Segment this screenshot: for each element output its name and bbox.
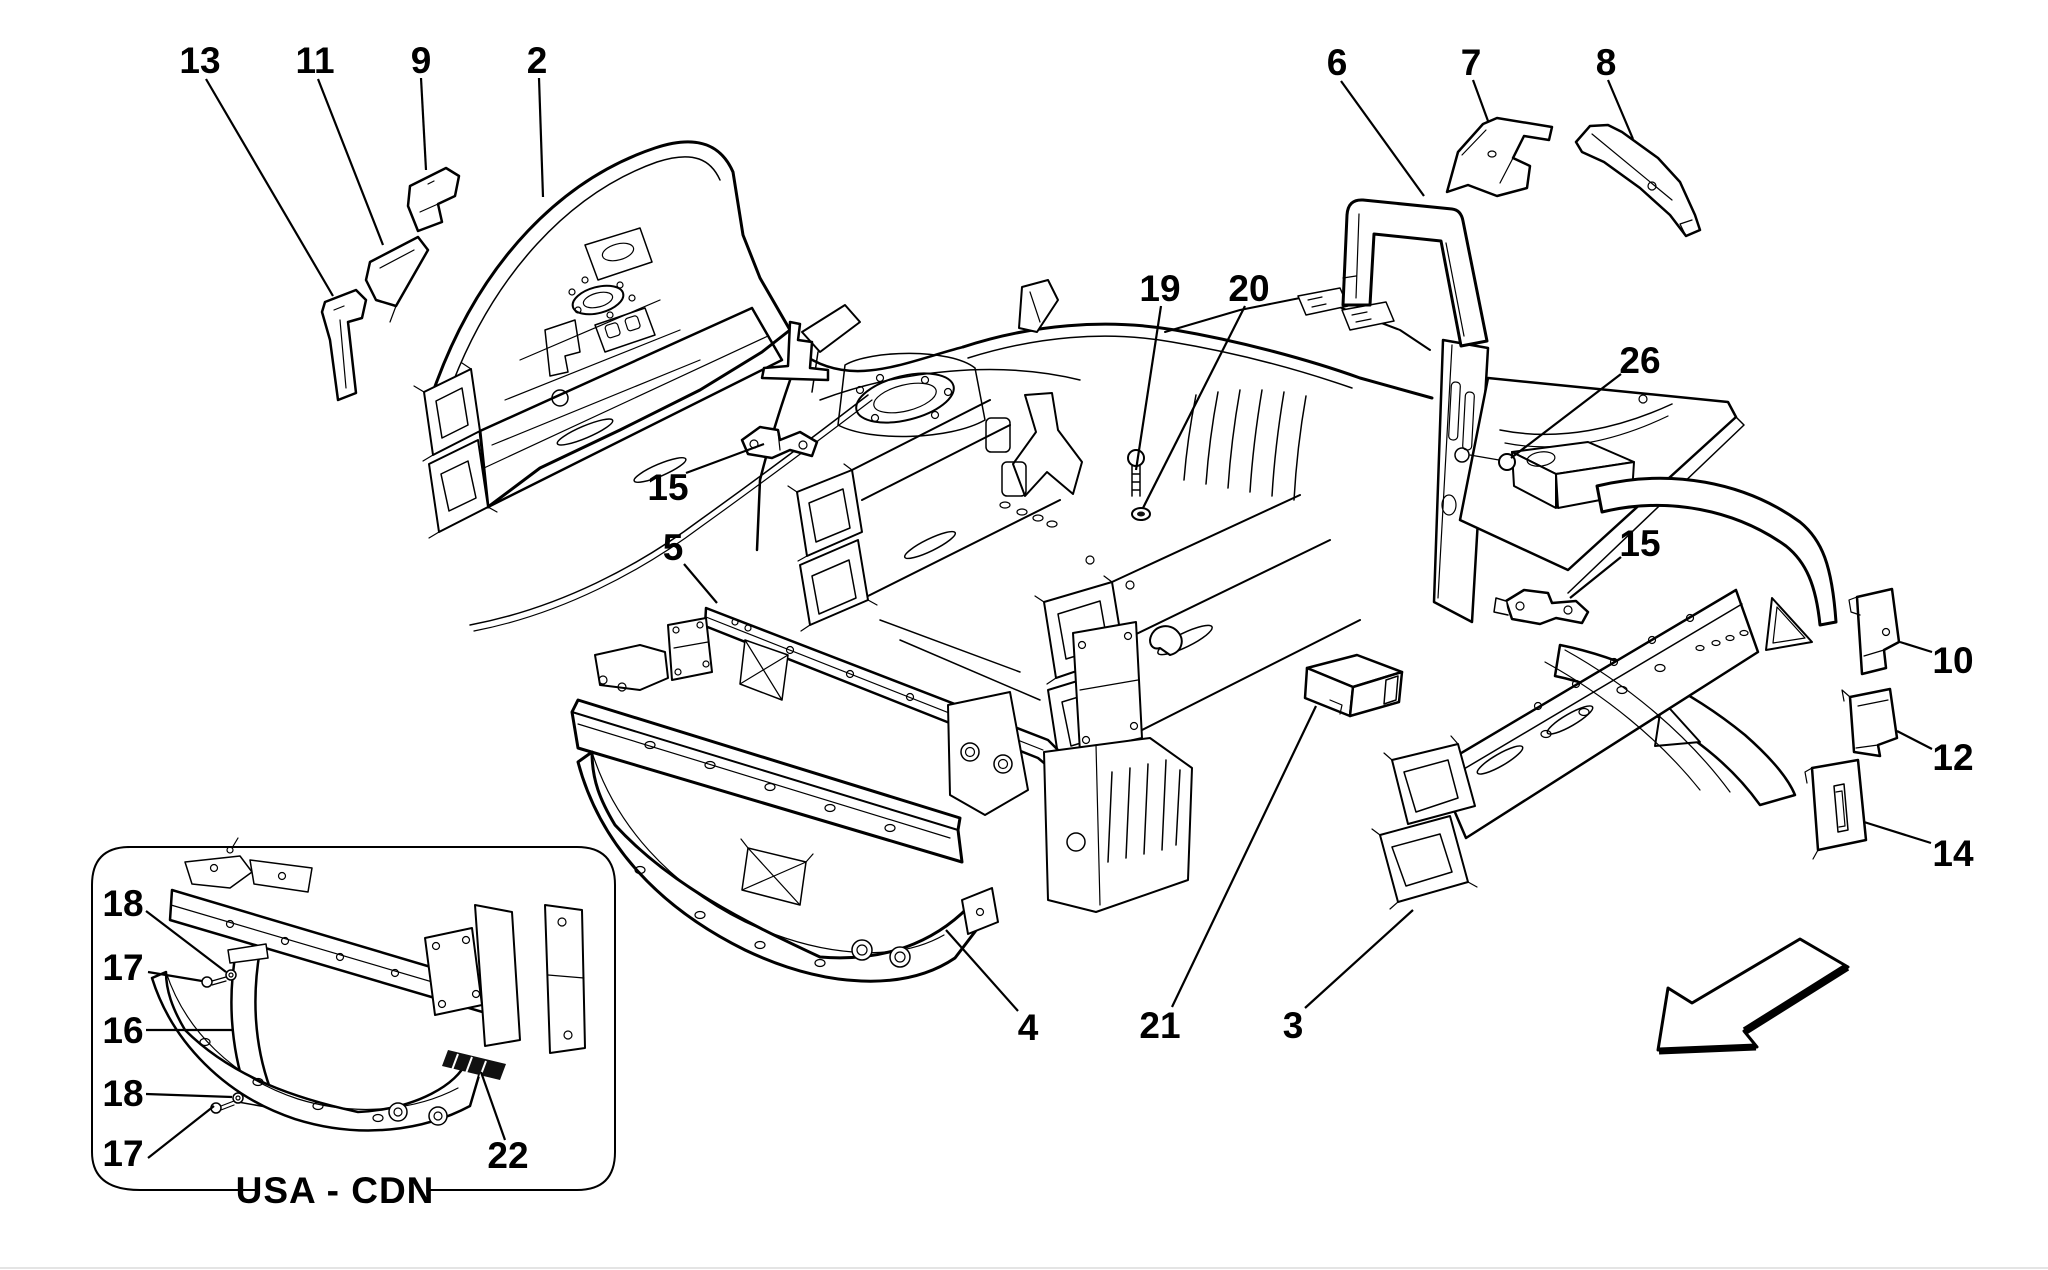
part-2-rail-end bbox=[413, 362, 498, 539]
leader-15-right bbox=[1569, 556, 1622, 599]
leader-14 bbox=[1863, 820, 1932, 845]
callout-4: 4 bbox=[1018, 1007, 1039, 1048]
leader-5 bbox=[683, 563, 718, 604]
part-19-bolt bbox=[1127, 449, 1145, 497]
callout-8: 8 bbox=[1596, 42, 1617, 83]
part-10-bracket bbox=[1848, 587, 1901, 676]
leader-18-lower bbox=[145, 1092, 233, 1099]
callout-18-lower: 18 bbox=[102, 1073, 143, 1114]
callout-17-lower: 17 bbox=[102, 1133, 143, 1174]
callout-3: 3 bbox=[1283, 1005, 1304, 1046]
part-9-bracket bbox=[406, 166, 461, 233]
part-6-cover-frame bbox=[1341, 198, 1489, 348]
part-17-18-upper-fasteners bbox=[201, 969, 237, 988]
callout-7: 7 bbox=[1461, 42, 1482, 83]
inset-border bbox=[91, 846, 616, 1191]
callout-6: 6 bbox=[1327, 42, 1348, 83]
leader-15-left bbox=[685, 442, 765, 475]
callout-26: 26 bbox=[1619, 340, 1660, 381]
callout-12: 12 bbox=[1932, 737, 1973, 778]
leader-11 bbox=[316, 78, 385, 246]
part-13-bracket bbox=[320, 288, 368, 402]
part-15-right-bracket bbox=[1493, 588, 1590, 626]
firewall-vent-slots bbox=[1183, 389, 1307, 501]
leader-4 bbox=[945, 929, 1019, 1012]
callout-18-upper: 18 bbox=[102, 883, 143, 924]
part-12-bracket bbox=[1841, 687, 1899, 758]
inset-caption: USA - CDN bbox=[236, 1170, 435, 1211]
leader-18-upper bbox=[145, 910, 227, 973]
part-4-front-panel-assembly bbox=[570, 617, 1193, 983]
usa-cdn-inset bbox=[91, 837, 616, 1191]
callout-17-upper: 17 bbox=[102, 947, 143, 988]
part-11-gusset bbox=[364, 235, 430, 308]
callout-14: 14 bbox=[1932, 833, 1974, 874]
callout-15-right: 15 bbox=[1619, 523, 1660, 564]
leader-12 bbox=[1896, 730, 1933, 750]
vent-slots bbox=[1107, 759, 1181, 863]
part-15-left-bracket bbox=[740, 425, 819, 460]
rod-end-bracket bbox=[760, 320, 830, 382]
callout-20: 20 bbox=[1228, 268, 1269, 309]
callout-13: 13 bbox=[179, 40, 220, 81]
leader-21 bbox=[1171, 705, 1317, 1008]
part-2-left-side-frame bbox=[413, 140, 873, 632]
leader-26 bbox=[1510, 373, 1622, 459]
part-17-18-lower-fasteners bbox=[210, 1092, 244, 1114]
leader-22 bbox=[479, 1071, 507, 1141]
callout-15-left: 15 bbox=[647, 467, 688, 508]
part-7-trim-bracket bbox=[1445, 116, 1554, 198]
leader-17-upper bbox=[147, 970, 203, 983]
leader-6 bbox=[1340, 80, 1425, 197]
callout-19: 19 bbox=[1139, 268, 1180, 309]
bolt-chain bbox=[999, 501, 1135, 590]
part-21-box-bracket bbox=[1303, 653, 1404, 718]
leader-2 bbox=[537, 77, 545, 198]
leader-20 bbox=[1142, 305, 1246, 509]
leader-lines bbox=[145, 77, 1933, 1159]
deck-rail-slots bbox=[1307, 296, 1372, 323]
callout-16: 16 bbox=[102, 1010, 143, 1051]
callout-11: 11 bbox=[295, 40, 334, 81]
central-chassis-structure bbox=[755, 279, 1745, 775]
callout-labels: 13 11 9 2 6 7 8 19 20 26 15 5 15 10 12 1… bbox=[102, 40, 1974, 1211]
leader-17-lower bbox=[147, 1105, 215, 1159]
chassis-left-rail-end bbox=[787, 463, 878, 632]
leader-7 bbox=[1471, 79, 1490, 122]
part-2-bolt-dots bbox=[568, 276, 636, 319]
callout-10: 10 bbox=[1932, 640, 1973, 681]
direction-arrow bbox=[1656, 937, 1850, 1055]
part-3-right-side-frame bbox=[1371, 476, 1838, 910]
leader-9 bbox=[419, 77, 428, 171]
callout-5: 5 bbox=[663, 527, 684, 568]
leader-19 bbox=[1134, 305, 1163, 471]
callout-21: 21 bbox=[1139, 1005, 1180, 1046]
grommet-hole bbox=[1454, 447, 1470, 463]
part-8-trim-strip bbox=[1574, 123, 1702, 238]
leader-13 bbox=[205, 78, 334, 297]
leader-10 bbox=[1899, 640, 1933, 654]
callout-9: 9 bbox=[411, 40, 432, 81]
rail-studs bbox=[1533, 613, 1749, 739]
leader-3 bbox=[1304, 909, 1414, 1009]
leader-8 bbox=[1606, 79, 1635, 140]
strut-tower-bolts bbox=[855, 373, 953, 423]
part-14-bracket bbox=[1804, 758, 1868, 860]
callout-2: 2 bbox=[527, 40, 548, 81]
callout-22: 22 bbox=[487, 1135, 528, 1176]
